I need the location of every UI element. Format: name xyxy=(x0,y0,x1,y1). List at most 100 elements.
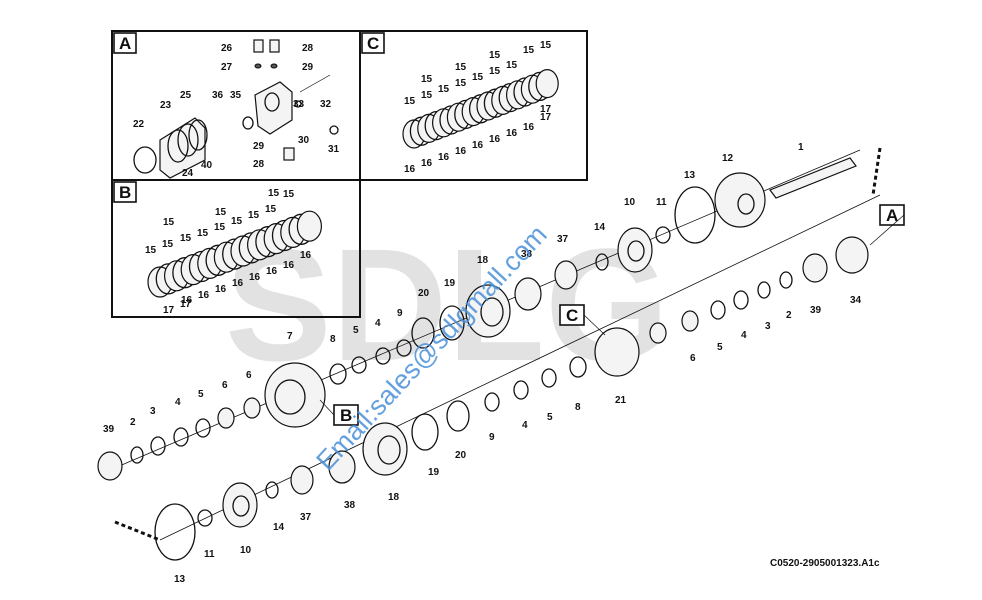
svg-text:17: 17 xyxy=(163,305,175,316)
part-8 xyxy=(329,363,347,385)
svg-text:8: 8 xyxy=(575,402,581,413)
svg-text:9: 9 xyxy=(489,432,495,443)
svg-text:9: 9 xyxy=(397,308,403,319)
part-39a xyxy=(802,253,828,283)
svg-text:15: 15 xyxy=(438,84,450,95)
svg-text:16: 16 xyxy=(181,295,193,306)
svg-text:21: 21 xyxy=(615,395,627,406)
svg-text:15: 15 xyxy=(455,62,467,73)
part-13b xyxy=(154,503,196,561)
svg-text:15: 15 xyxy=(268,188,280,199)
part-5c xyxy=(541,368,557,388)
svg-text:28: 28 xyxy=(302,43,314,54)
svg-text:4: 4 xyxy=(522,420,528,431)
svg-text:15: 15 xyxy=(489,66,501,77)
part-9b xyxy=(484,392,500,412)
part-34 xyxy=(835,236,869,274)
disc-ring xyxy=(296,210,322,242)
svg-text:38: 38 xyxy=(344,500,356,511)
svg-text:16: 16 xyxy=(249,272,261,283)
svg-text:11: 11 xyxy=(204,549,215,560)
svg-text:5: 5 xyxy=(717,342,723,353)
svg-text:16: 16 xyxy=(198,290,210,301)
svg-text:19: 19 xyxy=(428,467,440,478)
svg-text:2: 2 xyxy=(786,310,792,321)
part-5 xyxy=(351,356,367,374)
svg-text:16: 16 xyxy=(404,164,416,175)
svg-text:15: 15 xyxy=(163,217,175,228)
part-5b xyxy=(195,418,211,438)
svg-text:4: 4 xyxy=(375,318,381,329)
svg-text:15: 15 xyxy=(231,216,243,227)
part-13 xyxy=(674,186,716,244)
svg-text:18: 18 xyxy=(388,492,400,503)
svg-text:27: 27 xyxy=(221,62,233,73)
svg-text:16: 16 xyxy=(438,152,450,163)
svg-text:31: 31 xyxy=(328,144,340,155)
svg-text:16: 16 xyxy=(421,158,433,169)
part-6a xyxy=(243,397,261,419)
svg-text:14: 14 xyxy=(273,522,285,533)
svg-text:16: 16 xyxy=(455,146,467,157)
part-11 xyxy=(655,226,671,244)
svg-text:22: 22 xyxy=(133,119,145,130)
svg-text:15: 15 xyxy=(214,222,226,233)
svg-text:15: 15 xyxy=(472,72,484,83)
part-14b xyxy=(265,481,279,499)
svg-text:10: 10 xyxy=(624,197,636,208)
part-21 xyxy=(594,327,640,377)
part-7 xyxy=(264,362,326,428)
svg-text:20: 20 xyxy=(418,288,430,299)
part-3a xyxy=(757,281,771,299)
part-39b xyxy=(97,451,123,481)
part-8b xyxy=(569,356,587,378)
svg-text:26: 26 xyxy=(221,43,233,54)
inset-tag-b: B xyxy=(119,183,131,202)
inset-panel-b xyxy=(111,179,361,318)
main-exploded-view xyxy=(97,147,882,561)
svg-text:16: 16 xyxy=(283,260,295,271)
svg-text:4: 4 xyxy=(175,397,181,408)
part-12 xyxy=(714,172,766,228)
part-19 xyxy=(439,305,465,341)
inset-b-disc-stack xyxy=(147,210,322,298)
svg-text:7: 7 xyxy=(287,331,293,342)
svg-text:13: 13 xyxy=(174,574,186,585)
part-5a xyxy=(710,300,726,320)
disc-ring xyxy=(535,68,559,99)
part-37b xyxy=(290,465,314,495)
part-2a xyxy=(779,271,793,289)
svg-text:39: 39 xyxy=(810,305,822,316)
svg-text:37: 37 xyxy=(557,234,569,245)
svg-text:11: 11 xyxy=(656,197,667,208)
svg-text:37: 37 xyxy=(300,512,312,523)
svg-text:14: 14 xyxy=(594,222,606,233)
svg-text:25: 25 xyxy=(180,90,192,101)
svg-text:16: 16 xyxy=(266,266,278,277)
inset-c-disc-stack xyxy=(402,68,559,149)
svg-text:16: 16 xyxy=(472,140,484,151)
svg-text:15: 15 xyxy=(506,60,518,71)
part-4b xyxy=(173,427,189,447)
svg-text:39: 39 xyxy=(103,424,115,435)
svg-text:15: 15 xyxy=(248,210,260,221)
svg-text:6: 6 xyxy=(690,353,696,364)
svg-text:5: 5 xyxy=(353,325,359,336)
svg-text:16: 16 xyxy=(523,122,535,133)
part-10 xyxy=(617,227,653,273)
svg-text:15: 15 xyxy=(404,96,416,107)
svg-text:29: 29 xyxy=(302,62,314,73)
svg-text:15: 15 xyxy=(283,189,295,200)
svg-text:16: 16 xyxy=(215,284,227,295)
inset-a-parts xyxy=(133,39,339,179)
part-38 xyxy=(514,277,542,311)
svg-text:28: 28 xyxy=(253,159,265,170)
inset-panel-c xyxy=(359,30,588,181)
svg-text:16: 16 xyxy=(489,134,501,145)
svg-text:15: 15 xyxy=(421,74,433,85)
part-9 xyxy=(396,339,412,357)
part-19b xyxy=(411,413,439,451)
svg-text:35: 35 xyxy=(230,90,242,101)
callout-tag-c: C xyxy=(566,306,578,325)
svg-text:34: 34 xyxy=(850,295,862,306)
